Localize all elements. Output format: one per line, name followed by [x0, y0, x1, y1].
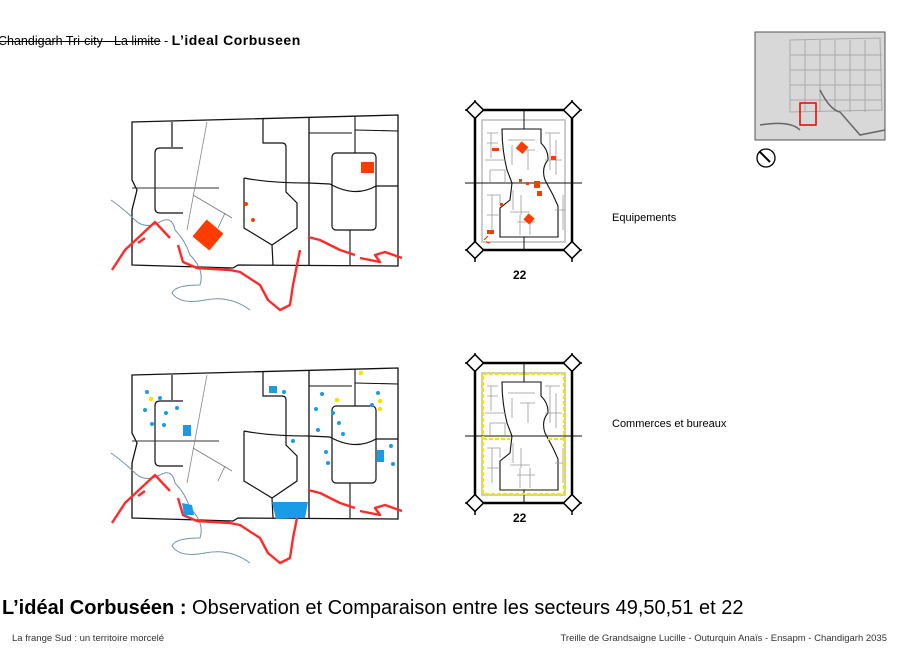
breadcrumb-separator: -	[160, 34, 172, 48]
breadcrumb-separator: -	[102, 34, 115, 48]
sector-number-top: 22	[513, 268, 527, 282]
footer-right: Treille de Grandsaigne Lucille - Outurqu…	[560, 633, 887, 644]
legend-commerces-bureaux: Commerces et bureaux	[612, 418, 727, 430]
north-arrow-icon	[756, 148, 776, 168]
legend-equipements: Equipements	[612, 212, 677, 224]
breadcrumb: Chandigarh Tri-city - La limite - L’idea…	[0, 32, 301, 48]
breadcrumb-la-limite[interactable]: La limite	[114, 34, 161, 48]
equipement-markers	[192, 162, 374, 251]
sector-number-bottom: 22	[513, 511, 527, 525]
page-title-rest: Observation et Comparaison entre les sec…	[186, 597, 744, 619]
sector-22-map-commerces	[463, 351, 584, 517]
sector-map-equipements	[109, 113, 404, 312]
page-title-bold: L’idéal Corbuséen :	[2, 597, 187, 619]
sector-22-map-equipements	[463, 98, 584, 264]
breadcrumb-chandigarh-tricity[interactable]: Chandigarh Tri-city	[0, 34, 103, 48]
breadcrumb-current: L’ideal Corbuseen	[171, 32, 301, 48]
location-minimap	[754, 31, 886, 141]
footer-left: La frange Sud : un territoire morcelé	[12, 633, 165, 644]
sector-map-commerces	[109, 366, 404, 565]
selected-sector-marker	[799, 102, 817, 126]
page-title: L’idéal Corbuséen : Observation et Compa…	[2, 597, 743, 620]
